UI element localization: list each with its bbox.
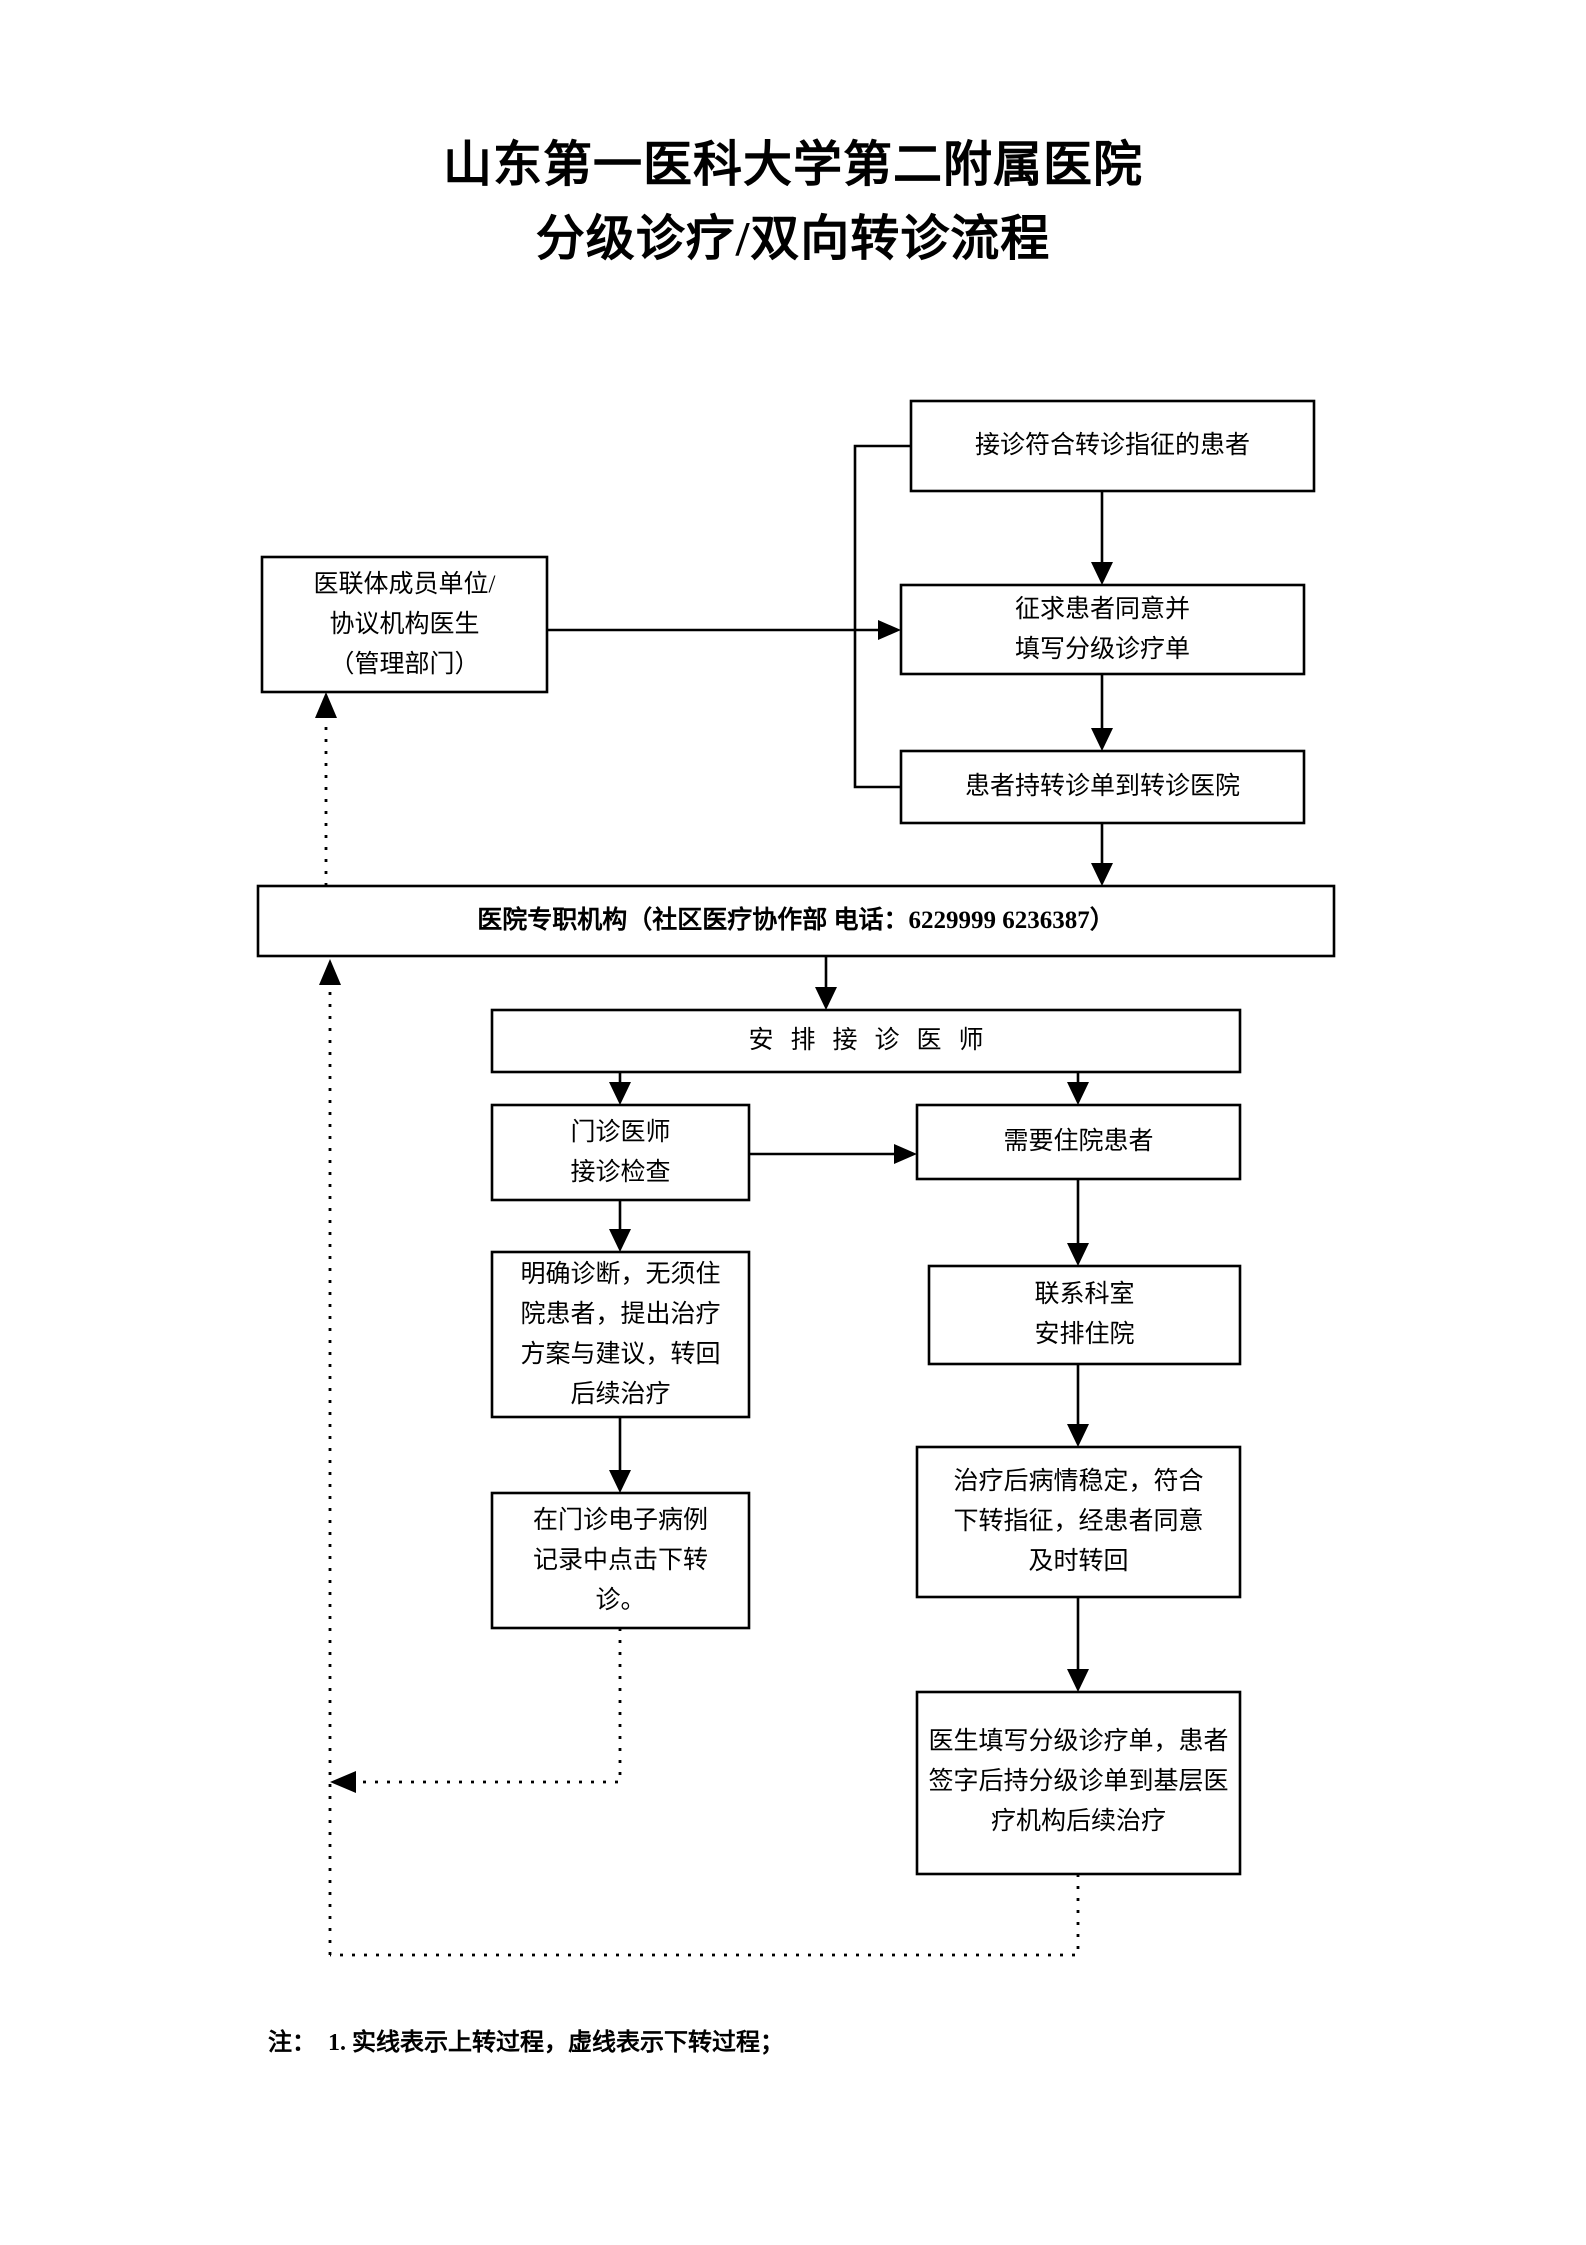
box-doctor-form [915, 1690, 1242, 1876]
label-outpatient-exam: 门诊医师 接诊检查 [492, 1105, 749, 1200]
arrowhead-member-to-consent [878, 620, 901, 640]
dotted-emr-to-trunk [356, 1628, 622, 1784]
arrowhead-assign-to-outpatient [609, 1082, 631, 1105]
box-consent-form [899, 583, 1306, 676]
arrowhead-office-to-assign [815, 987, 837, 1010]
label-no-admission-line4: 后续治疗 [570, 1380, 671, 1408]
label-consent-line1: 征求患者同意并 [1014, 595, 1190, 623]
arrowhead-outpatient-to-admission [894, 1144, 917, 1164]
label-stable-transfer-back: 治疗后病情稳定，符合 下转指征，经患者同意 及时转回 [917, 1447, 1240, 1597]
label-member-unit: 医联体成员单位/ 协议机构医生 （管理部门） [262, 557, 547, 692]
box-member-unit [260, 555, 549, 694]
label-contact-dept-line1: 联系科室 [1034, 1281, 1135, 1308]
label-member-unit-line3: （管理部门） [329, 650, 480, 678]
box-emr-click [490, 1491, 751, 1630]
label-stable-line3: 及时转回 [1028, 1548, 1129, 1575]
arrowhead-office-to-member [315, 692, 337, 718]
arrowhead-transfer-to-office [1091, 863, 1113, 886]
box-need-admission [915, 1103, 1242, 1181]
title-line-1: 山东第一医科大学第二附属医院 [442, 137, 1143, 192]
label-emr-click-line1: 在门诊电子病例 [532, 1506, 708, 1534]
label-outpatient-line1: 门诊医师 [570, 1118, 671, 1146]
label-no-admission: 明确诊断，无须住 院患者，提出治疗 方案与建议，转回 后续治疗 [492, 1252, 749, 1417]
label-member-unit-line1: 医联体成员单位/ [313, 570, 496, 598]
label-doctor-form-line3: 疗机构后续治疗 [990, 1808, 1166, 1835]
label-need-admission: 需要住院患者 [1003, 1128, 1154, 1155]
box-referral-patient [909, 399, 1316, 493]
label-contact-dept-line2: 安排住院 [1034, 1321, 1135, 1348]
label-consent-form: 征求患者同意并 填写分级诊疗单 [901, 585, 1304, 674]
footnote-note: 注： 1. 实线表示上转过程，虚线表示下转过程； [268, 2030, 784, 2056]
label-member-unit-line2: 协议机构医生 [329, 610, 480, 638]
label-stable-line2: 下转指征，经患者同意 [953, 1508, 1204, 1535]
connector-bracket-left [853, 444, 911, 789]
arrowhead-admission-to-contact [1067, 1243, 1089, 1266]
arrowhead-emr-to-trunk [330, 1771, 356, 1793]
box-stable-transfer-back [915, 1445, 1242, 1599]
box-contact-dept [927, 1264, 1242, 1366]
dotted-doctorform-to-trunk [330, 1874, 1080, 1957]
label-doctor-form-line2: 签字后持分级诊单到基层医 [928, 1768, 1229, 1795]
label-no-admission-line1: 明确诊断，无须住 [520, 1260, 721, 1288]
title-line-2: 分级诊疗/双向转诊流程 [535, 211, 1051, 266]
label-contact-dept: 联系科室 安排住院 [929, 1266, 1240, 1364]
arrowhead-contact-to-stable [1067, 1424, 1089, 1447]
arrowhead-assign-to-admission [1067, 1082, 1089, 1105]
arrowhead-stable-to-doctorform [1067, 1669, 1089, 1692]
arrowhead-referral-to-consent [1091, 562, 1113, 585]
label-no-admission-line2: 院患者，提出治疗 [520, 1300, 721, 1328]
page-title: 山东第一医科大学第二附属医院 分级诊疗/双向转诊流程 [0, 128, 1586, 276]
arrowhead-consent-to-transfer [1091, 728, 1113, 751]
label-outpatient-line2: 接诊检查 [570, 1158, 671, 1186]
label-doctor-form: 医生填写分级诊疗单，患者 签字后持分级诊单到基层医 疗机构后续治疗 [917, 1692, 1240, 1874]
label-emr-click-line2: 记录中点击下转 [532, 1546, 708, 1574]
arrowhead-trunk-to-office [319, 959, 341, 985]
label-assign-doctor: 安排接诊医师 [748, 1027, 1001, 1054]
label-no-admission-line3: 方案与建议，转回 [520, 1340, 721, 1368]
label-consent-line2: 填写分级诊疗单 [1014, 635, 1190, 663]
label-emr-click: 在门诊电子病例 记录中点击下转 诊。 [492, 1493, 749, 1628]
label-doctor-form-line1: 医生填写分级诊疗单，患者 [928, 1728, 1229, 1755]
arrowhead-noadmission-to-emr [609, 1470, 631, 1493]
arrowhead-outpatient-to-noadmission [609, 1229, 631, 1252]
label-hospital-office: 医院专职机构（社区医疗协作部 电话：6229999 6236387） [477, 907, 1115, 934]
box-assign-doctor [490, 1008, 1242, 1074]
label-referral-patient: 接诊符合转诊指征的患者 [974, 432, 1250, 459]
label-patient-to-hospital: 患者持转诊单到转诊医院 [964, 773, 1240, 800]
label-emr-click-line3: 诊。 [595, 1586, 646, 1614]
box-hospital-office [256, 884, 1336, 958]
box-patient-to-hospital [899, 749, 1306, 825]
label-stable-line1: 治疗后病情稳定，符合 [953, 1468, 1204, 1495]
box-outpatient-exam [490, 1103, 751, 1202]
